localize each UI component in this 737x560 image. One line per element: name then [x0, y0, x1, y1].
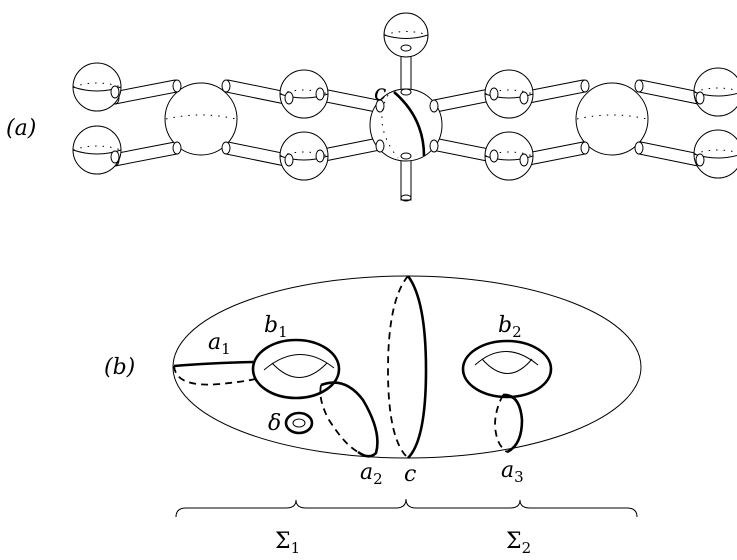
label-sigma2-sub: 2 — [522, 539, 532, 555]
brace-sigma2 — [405, 498, 638, 518]
sphere-mid-bottom-1 — [279, 131, 329, 181]
label-a1-sub: 1 — [221, 340, 231, 358]
label-a2: a2 — [360, 460, 383, 488]
label-b2-main: b — [498, 313, 512, 338]
curve-b2 — [461, 339, 553, 399]
sphere-large-2 — [575, 79, 649, 156]
panel-a-diagram: (a) c — [6, 12, 737, 202]
label-sigma1: Σ1 — [275, 529, 300, 555]
label-b2: b2 — [498, 313, 522, 341]
sphere-center — [369, 88, 443, 162]
tube-network — [110, 49, 705, 202]
sphere-large-1 — [164, 79, 238, 156]
label-sigma2: Σ2 — [506, 529, 531, 555]
curve-a2 — [319, 381, 379, 458]
label-sigma2-main: Σ — [506, 529, 522, 554]
sphere-mid-bottom-2 — [484, 131, 534, 181]
label-a3-main: a — [501, 458, 514, 483]
label-b1: b1 — [264, 313, 288, 341]
panel-b-label: (b) — [104, 355, 135, 380]
label-c-b: c — [404, 462, 416, 487]
label-a2-main: a — [360, 460, 373, 485]
sphere-right-top — [693, 67, 737, 117]
panel-a-label: (a) — [6, 116, 36, 141]
sphere-top-cap — [383, 12, 429, 93]
handle-2 — [474, 351, 539, 374]
curve-a1 — [173, 360, 260, 386]
curve-delta — [284, 411, 314, 435]
label-a3: a3 — [501, 458, 524, 486]
curve-a3 — [494, 393, 524, 454]
curve-b1 — [251, 338, 341, 400]
curve-c-label-a: c — [374, 81, 386, 106]
label-b2-sub: 2 — [512, 323, 522, 341]
label-delta: δ — [268, 411, 281, 436]
label-a1-main: a — [208, 330, 221, 355]
label-b1-sub: 1 — [278, 323, 288, 341]
handle-1 — [263, 354, 335, 378]
sphere-mid-top-2 — [484, 69, 534, 119]
label-b1-main: b — [264, 313, 278, 338]
surface-outline — [172, 275, 642, 459]
sphere-left-bottom — [72, 125, 122, 175]
curve-c — [387, 275, 428, 459]
panel-b-diagram: (b) b1 b2 a1 a2 a3 δ c — [104, 275, 642, 488]
brace-sigma1 — [175, 498, 407, 518]
sphere-right-bottom — [693, 129, 737, 179]
label-a2-sub: 2 — [373, 470, 383, 488]
label-a1: a1 — [208, 330, 231, 358]
label-sigma1-main: Σ — [275, 529, 291, 554]
label-a3-sub: 3 — [514, 468, 524, 486]
sphere-mid-top-1 — [279, 69, 329, 119]
sphere-left-top — [72, 62, 122, 112]
label-sigma1-sub: 1 — [291, 539, 301, 555]
